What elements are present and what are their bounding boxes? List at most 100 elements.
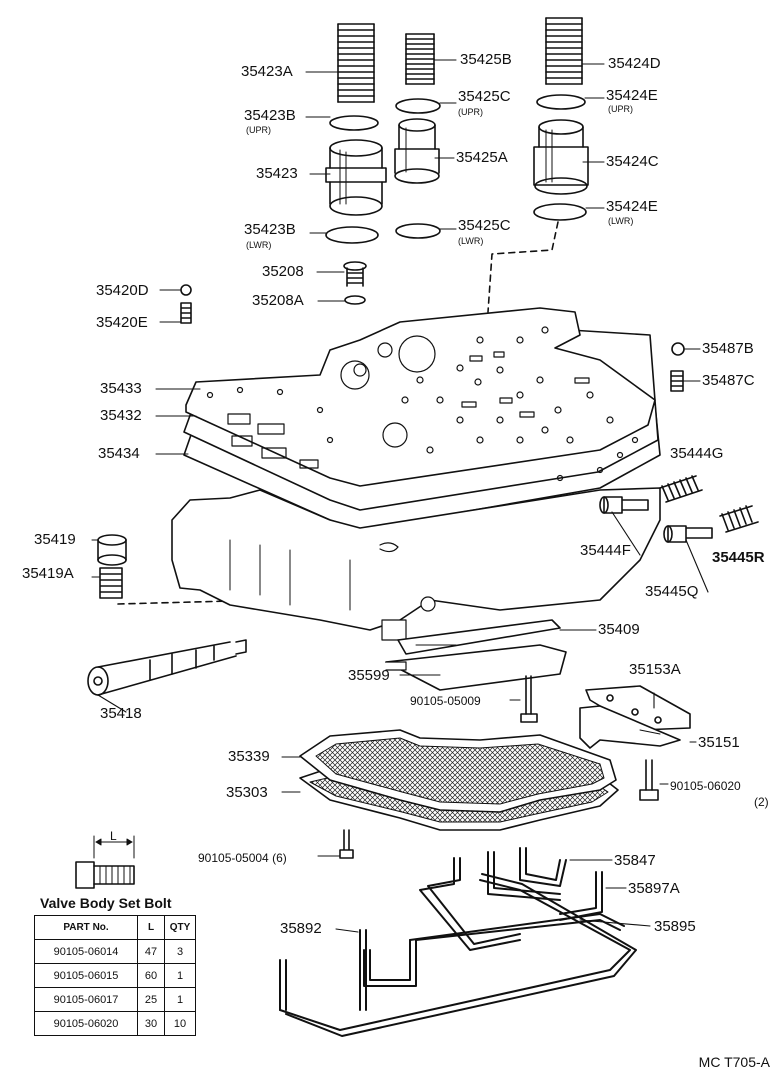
cup-35419 [97, 534, 127, 566]
oring-35424E-lwr [533, 203, 587, 221]
label-35424E-lwr-note: (LWR) [608, 216, 634, 226]
label-35423B-lwr-note: (LWR) [246, 240, 272, 250]
label-35339: 35339 [228, 748, 270, 765]
label-35423A: 35423A [241, 63, 293, 80]
table-cell-length: 60 [137, 963, 165, 988]
label-35409: 35409 [598, 621, 640, 638]
label-35432: 35432 [100, 407, 142, 424]
table-row: 90105-06014 47 3 [34, 939, 196, 964]
label-35487B: 35487B [702, 340, 754, 357]
table-row: 90105-06020 30 10 [34, 1011, 196, 1036]
oring-35424E-upr [536, 94, 586, 110]
spring-35444G [659, 475, 703, 503]
dimension-label-L: L [110, 829, 117, 843]
manual-valve-35418 [87, 639, 247, 696]
label-35425C-lwr-note: (LWR) [458, 236, 484, 246]
valve-body [171, 487, 661, 641]
alignment-line [117, 595, 421, 605]
label-35420D: 35420D [96, 282, 149, 299]
oring-35423B-lwr [325, 226, 379, 244]
diagram-code: MC T705-A [698, 1054, 770, 1070]
plate-holes [206, 326, 639, 482]
bolt-table-title: Valve Body Set Bolt [40, 895, 172, 911]
table-cell-part-no: 90105-06014 [34, 939, 138, 964]
oil-tube-35892 [279, 873, 637, 1037]
label-35847: 35847 [614, 852, 656, 869]
table-header-row: PART No. L QTY [34, 915, 196, 940]
label-35897A: 35897A [628, 880, 680, 897]
spring-plate-35151 [579, 705, 681, 749]
label-35425A: 35425A [456, 149, 508, 166]
spring-35487C [670, 370, 684, 392]
table-cell-qty: 3 [164, 939, 196, 964]
label-35425C-upr-note: (UPR) [458, 107, 483, 117]
cover-plate-35409 [397, 619, 561, 655]
label-35423B-upr: 35423B [244, 107, 296, 124]
table-header-part-no: PART No. [34, 915, 138, 940]
strainer-35599 [385, 644, 567, 691]
table-header-qty: QTY [164, 915, 196, 940]
spring-35425B [405, 33, 435, 85]
table-cell-length: 47 [137, 939, 165, 964]
label-35208: 35208 [262, 263, 304, 280]
label-35424E-upr-note: (UPR) [608, 104, 633, 114]
alignment-line [487, 221, 559, 313]
label-35423B-upr-note: (UPR) [246, 125, 271, 135]
bolt-illustration [75, 835, 135, 889]
bolt-90105-06020 [639, 759, 659, 801]
label-35599: 35599 [348, 667, 390, 684]
label-35208A: 35208A [252, 292, 304, 309]
table-cell-length: 25 [137, 987, 165, 1012]
label-90105-06020: 90105-06020 [670, 779, 741, 793]
oring-35423B-upr [329, 115, 379, 131]
spring-35420E [180, 302, 192, 324]
spring-35419A [99, 567, 123, 599]
label-35418: 35418 [100, 705, 142, 722]
label-35425C-lwr: 35425C [458, 217, 511, 234]
label-35424C: 35424C [606, 153, 659, 170]
sleeve-35423 [325, 139, 387, 216]
ball-35420D [180, 284, 192, 296]
ring-35208A [344, 295, 366, 305]
table-cell-qty: 10 [164, 1011, 196, 1036]
oring-35425C-lwr [395, 223, 441, 239]
table-cell-qty: 1 [164, 963, 196, 988]
strainer-35339 [299, 729, 617, 813]
oil-tube-35895 [363, 913, 625, 987]
bolt-90105-05009 [520, 675, 538, 723]
table-cell-qty: 1 [164, 987, 196, 1012]
label-35420E: 35420E [96, 314, 148, 331]
table-header-length: L [137, 915, 165, 940]
label-35892: 35892 [280, 920, 322, 937]
spring-35423A [337, 23, 375, 103]
oring-35425C-upr [395, 98, 441, 114]
table-row: 90105-06015 60 1 [34, 963, 196, 988]
sleeve-35424C [533, 119, 589, 195]
label-35425C-upr: 35425C [458, 88, 511, 105]
label-35424D: 35424D [608, 55, 661, 72]
plate-35433 [185, 307, 656, 487]
label-35153A: 35153A [629, 661, 681, 678]
oil-tube-35847 [419, 851, 561, 951]
label-90105-05004: 90105-05004 (6) [198, 851, 287, 865]
table-row: 90105-06017 25 1 [34, 987, 196, 1012]
label-35434: 35434 [98, 445, 140, 462]
label-35444F: 35444F [580, 542, 631, 559]
leader-lines [91, 59, 709, 933]
oil-tube-35897A [519, 847, 603, 921]
label-35424E-lwr: 35424E [606, 198, 658, 215]
label-35895: 35895 [654, 918, 696, 935]
ball-35487B [671, 342, 685, 356]
label-35151: 35151 [698, 734, 740, 751]
table-cell-part-no: 90105-06017 [34, 987, 138, 1012]
label-90105-05009: 90105-05009 [410, 694, 481, 708]
label-35423B-lwr: 35423B [244, 221, 296, 238]
bolt-table: PART No. L QTY 90105-06014 47 3 90105-06… [34, 915, 196, 1036]
label-90105-06020-qty: (2) [754, 795, 769, 809]
spring-35445R [719, 505, 759, 533]
plug-35208 [343, 261, 367, 287]
sleeve-35425A [394, 118, 440, 184]
label-35424E-upr: 35424E [606, 87, 658, 104]
check-valve-35444F [599, 496, 649, 514]
